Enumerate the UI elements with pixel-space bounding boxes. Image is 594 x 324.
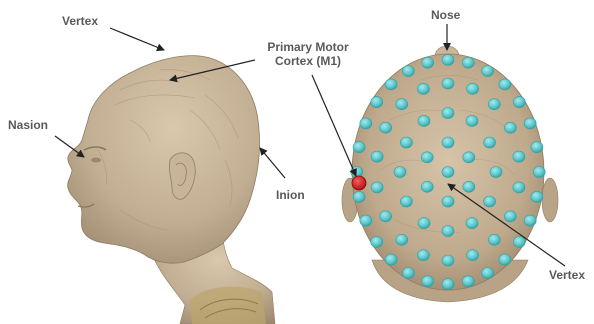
electrode xyxy=(442,196,454,207)
electrode xyxy=(531,191,543,202)
electrode xyxy=(353,142,365,153)
electrode xyxy=(513,151,525,162)
electrode xyxy=(467,250,479,261)
electrode xyxy=(513,236,525,247)
left-head-model xyxy=(68,56,275,324)
electrode xyxy=(524,118,536,129)
electrode xyxy=(463,152,475,163)
electrode xyxy=(442,54,454,65)
electrode xyxy=(442,226,454,237)
electrode xyxy=(442,137,454,148)
arrow-vertex-left xyxy=(110,28,164,50)
electrode xyxy=(371,151,383,162)
electrode xyxy=(524,215,536,226)
electrode xyxy=(482,268,494,279)
electrode xyxy=(400,196,412,207)
electrode xyxy=(360,215,372,226)
label-primary-motor-line1: Primary Motor xyxy=(252,40,364,54)
electrode xyxy=(402,268,414,279)
electrode xyxy=(499,79,511,90)
label-inion: Inion xyxy=(276,188,305,202)
label-nasion: Nasion xyxy=(8,118,48,132)
arrow-inion xyxy=(260,148,285,178)
label-vertex-left: Vertex xyxy=(62,14,98,28)
label-primary-motor: Primary Motor Cortex (M1) xyxy=(252,40,364,68)
electrode xyxy=(396,99,408,110)
electrode xyxy=(400,137,412,148)
electrode xyxy=(418,218,430,229)
electrode xyxy=(467,83,479,94)
electrode xyxy=(360,118,372,129)
electrode xyxy=(371,236,383,247)
electrode xyxy=(490,167,502,178)
electrode xyxy=(462,57,474,68)
electrode xyxy=(484,196,496,207)
electrode xyxy=(466,218,478,229)
electrode xyxy=(418,115,430,126)
electrode xyxy=(380,122,392,133)
electrode xyxy=(422,57,434,68)
electrode xyxy=(385,254,397,265)
electrode xyxy=(531,142,543,153)
electrode xyxy=(402,66,414,77)
electrode xyxy=(371,182,383,193)
electrode xyxy=(442,279,454,290)
label-vertex-right: Vertex xyxy=(549,268,585,282)
electrode xyxy=(504,122,516,133)
electrode xyxy=(533,167,545,178)
electrode xyxy=(488,234,500,245)
electrode xyxy=(442,255,454,266)
electrode xyxy=(380,211,392,222)
right-ear-top xyxy=(542,178,558,222)
electrode xyxy=(484,137,496,148)
label-primary-motor-line2: Cortex (M1) xyxy=(252,54,364,68)
electrode xyxy=(513,182,525,193)
primary-motor-marker xyxy=(352,176,366,190)
label-nose: Nose xyxy=(431,8,460,22)
electrode xyxy=(421,181,433,192)
electrode xyxy=(488,99,500,110)
electrode xyxy=(513,97,525,108)
electrode xyxy=(422,276,434,287)
arrow-primary-motor-right xyxy=(312,75,356,176)
electrode xyxy=(482,66,494,77)
electrode xyxy=(417,250,429,261)
electrode xyxy=(462,276,474,287)
electrode xyxy=(463,181,475,192)
electrode xyxy=(421,152,433,163)
electrode xyxy=(353,191,365,202)
electrode xyxy=(396,234,408,245)
electrode xyxy=(504,211,516,222)
electrode xyxy=(371,97,383,108)
electrode xyxy=(442,167,454,178)
electrode xyxy=(394,167,406,178)
electrode xyxy=(466,115,478,126)
electrode xyxy=(442,78,454,89)
electrode xyxy=(442,108,454,119)
electrode xyxy=(385,79,397,90)
electrode xyxy=(499,254,511,265)
electrode xyxy=(417,83,429,94)
